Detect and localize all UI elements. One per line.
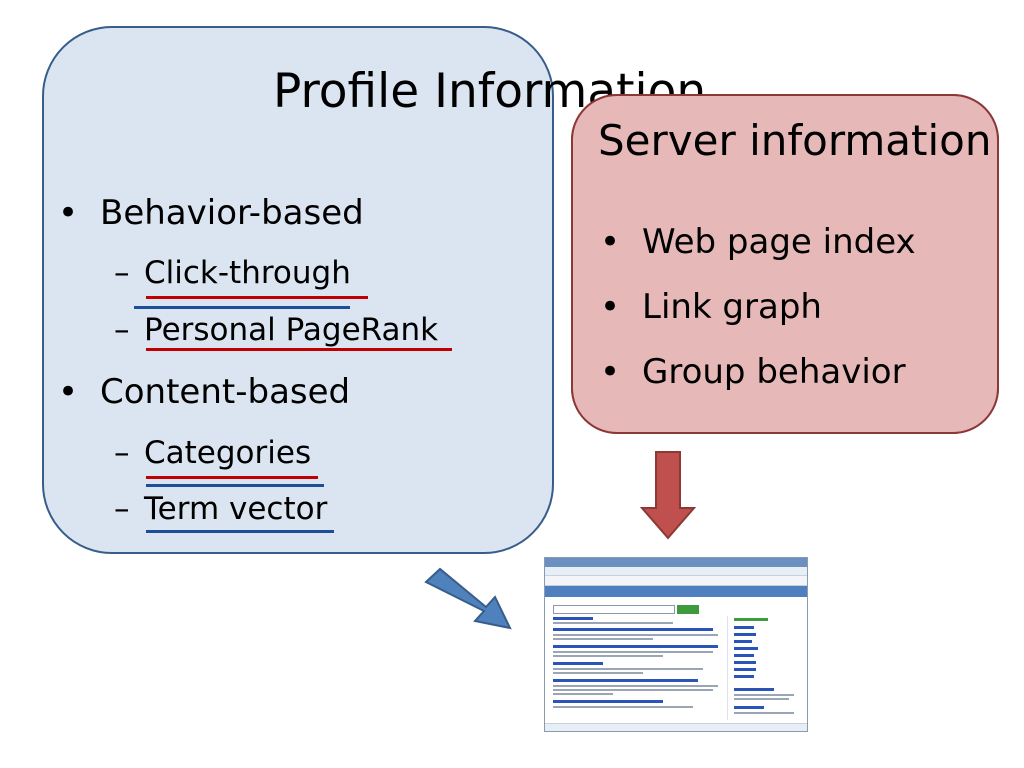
thumb-link	[553, 645, 718, 648]
sub-label: Term vector	[144, 491, 328, 527]
profile-information-box	[42, 26, 554, 554]
thumb-statusbar	[545, 723, 807, 731]
red-underline	[146, 476, 318, 479]
red-underline	[146, 296, 368, 299]
thumb-link	[734, 618, 768, 621]
bullet-mark: •	[600, 287, 621, 327]
browser-screenshot-image	[544, 557, 808, 732]
thumb-link	[734, 647, 758, 650]
diagonal-arrow-icon	[424, 567, 512, 630]
thumb-row	[553, 638, 653, 640]
thumb-link	[734, 640, 752, 643]
thumb-row	[553, 651, 713, 653]
thumb-link	[734, 654, 754, 657]
thumb-link	[734, 675, 754, 678]
sub-categories: –Categories	[114, 435, 311, 471]
bullet-web-page-index: • Web page index	[600, 222, 916, 262]
bullet-label: Group behavior	[642, 352, 906, 392]
red-underline	[146, 348, 452, 351]
sub-term-vector: –Term vector	[114, 491, 327, 527]
thumb-row	[734, 698, 789, 700]
thumb-search-header	[545, 586, 807, 597]
sub-click-through: –Click-through	[114, 255, 351, 291]
thumb-link	[553, 679, 698, 682]
sub-personal-pagerank: –Personal PageRank	[114, 312, 438, 348]
thumb-link	[734, 633, 756, 636]
bullet-mark: •	[600, 222, 621, 262]
thumb-link	[734, 668, 756, 671]
bullet-link-graph: • Link graph	[600, 287, 822, 327]
bullet-mark: •	[58, 193, 79, 233]
sub-label: Categories	[144, 435, 312, 471]
server-box-overlay	[571, 94, 999, 434]
thumb-link	[553, 700, 663, 703]
bullet-label: Content-based	[100, 372, 351, 412]
thumb-link	[734, 626, 754, 629]
blue-underline	[146, 530, 334, 533]
thumb-row	[734, 712, 794, 714]
thumb-row	[734, 694, 794, 696]
thumb-sidebar	[727, 616, 802, 720]
down-arrow-icon	[639, 451, 697, 540]
thumb-titlebar	[545, 558, 807, 567]
thumb-row	[553, 655, 663, 657]
thumb-row	[553, 668, 703, 670]
bullet-mark: •	[600, 352, 621, 392]
bullet-label: Web page index	[642, 222, 916, 262]
sub-label: Personal PageRank	[144, 312, 439, 348]
dash-mark: –	[114, 491, 130, 527]
bullet-label: Link graph	[642, 287, 822, 327]
thumb-link	[553, 628, 713, 631]
bullet-mark: •	[58, 372, 79, 412]
thumb-addressbar	[545, 567, 807, 576]
thumb-row	[553, 693, 613, 695]
bullet-label: Behavior-based	[100, 193, 364, 233]
thumb-link	[734, 661, 756, 664]
server-title: Server information	[598, 116, 992, 165]
dash-mark: –	[114, 435, 130, 471]
thumb-search-button	[677, 605, 699, 614]
thumb-row	[553, 634, 718, 636]
thumb-toolbar	[545, 576, 807, 586]
bullet-content-based: • Content-based	[58, 372, 350, 412]
bullet-group-behavior: • Group behavior	[600, 352, 906, 392]
thumb-row	[553, 689, 713, 691]
dash-mark: –	[114, 255, 130, 291]
blue-underline	[146, 484, 324, 487]
thumb-row	[553, 672, 643, 674]
thumb-search-box	[553, 605, 675, 614]
thumb-row	[553, 685, 718, 687]
thumb-link	[734, 688, 774, 691]
thumb-row	[553, 622, 673, 624]
thumb-link	[734, 706, 764, 709]
dash-mark: –	[114, 312, 130, 348]
thumb-link	[553, 617, 593, 620]
bullet-behavior-based: • Behavior-based	[58, 193, 364, 233]
thumb-link	[553, 662, 603, 665]
blue-underline	[134, 306, 350, 309]
thumb-row	[553, 706, 693, 708]
sub-label: Click-through	[144, 255, 351, 291]
